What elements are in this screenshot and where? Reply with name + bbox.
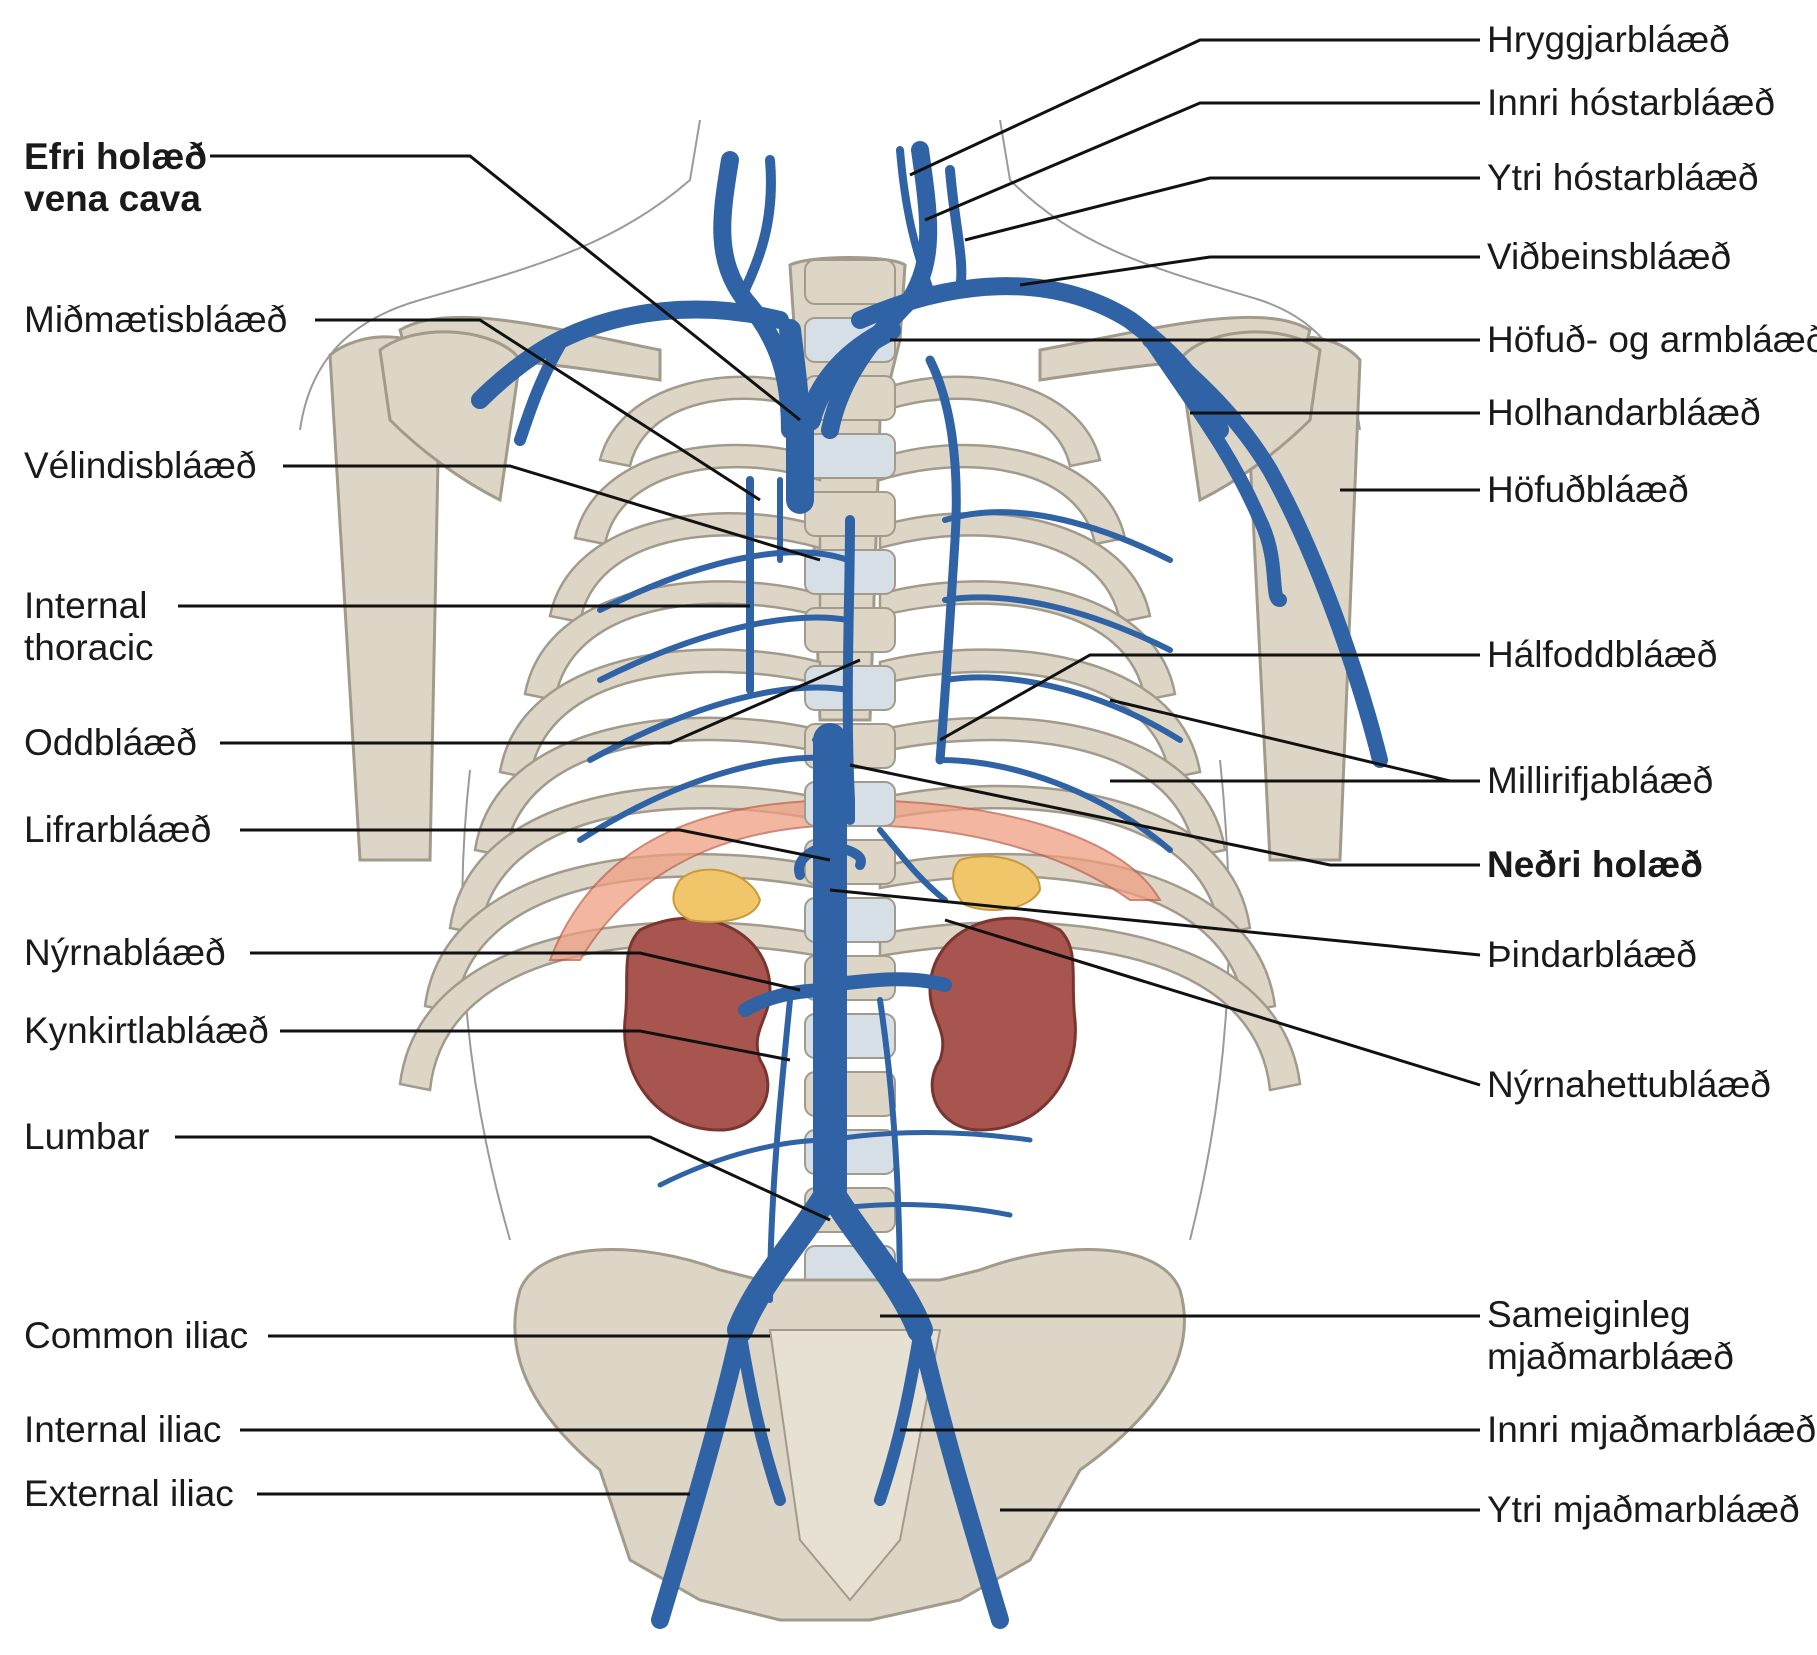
label-renal: Nýrnabláæð: [24, 932, 226, 973]
label-hepatic-portal: Oddbláæð: [24, 722, 197, 763]
external-iliac-right: [911, 1321, 1009, 1629]
right-rib-1: [878, 375, 1102, 468]
label-common-iliac-r-line1: Sameiginleg: [1487, 1294, 1691, 1335]
suprarenal-vein: [877, 827, 948, 903]
right-renal-vein: [823, 972, 952, 992]
label-internal-iliac-r: Innri mjaðmarbláæð: [1487, 1409, 1817, 1450]
torso-outline-left: [461, 769, 511, 1241]
label-hepatic: Lifrarbláæð: [24, 809, 212, 850]
label-common-iliac: Common iliac: [24, 1315, 249, 1356]
leader-superior-vena-cava: [210, 154, 801, 422]
label-internal-thoracic-line2: thoracic: [24, 627, 154, 668]
label-internal-thoracic-line1: Internal: [24, 585, 148, 626]
brachiocephalic-right: [799, 319, 901, 431]
intercostal-left-2: [597, 614, 851, 683]
leader-esophageal: [283, 464, 821, 562]
label-esophageal: Vélindisbláæð: [24, 445, 257, 486]
leader-inferior-vena-cava: [849, 763, 1480, 867]
right-scapula: [1178, 330, 1322, 503]
label-vertebral: Hryggjarbláæð: [1487, 19, 1730, 60]
label-intercostal: Millirifjabláæð: [1487, 760, 1714, 801]
label-inferior-vena-cava: Neðri holæð: [1487, 844, 1703, 885]
label-axillary: Holhandarbláæð: [1487, 392, 1761, 433]
label-internal-iliac: Internal iliac: [24, 1409, 222, 1450]
left-rib-1: [598, 375, 822, 468]
leader-gonadal: [280, 1029, 791, 1062]
diaphragm: [548, 798, 1162, 961]
label-hemiazygos: Hálfoddbláæð: [1487, 634, 1718, 675]
label-subclavian: Viðbeinsbláæð: [1487, 236, 1732, 277]
leader-renal: [250, 951, 801, 992]
left-subclavian-vein: [471, 300, 789, 409]
left-rib-3: [548, 512, 822, 624]
label-azygos: Miðmætisbláæð: [24, 299, 288, 340]
label-superior-vena-cava-line1: Efri holæð: [24, 136, 207, 177]
right-external-jugular: [945, 165, 967, 295]
intercostal-right-4: [937, 757, 1173, 853]
intercostal-right-1: [942, 509, 1173, 563]
leader-lumbar: [175, 1135, 831, 1222]
vertebra-1: [804, 259, 896, 305]
lumbar-1: [657, 1137, 833, 1188]
leader-internal-jugular: [924, 101, 1480, 222]
right-kidney: [928, 916, 1077, 1132]
lumbar-2: [827, 1130, 1033, 1143]
leader-hepatic: [240, 828, 831, 862]
right-rib-4: [878, 580, 1177, 702]
label-common-iliac-r: Sameiginleg mjaðmarbláæð: [1487, 1294, 1734, 1378]
intercostal-right-3: [942, 674, 1183, 743]
intercostal-right-2: [942, 594, 1173, 653]
torso-outline-right: [1189, 759, 1230, 1241]
label-external-jugular: Ytri hóstarbláæð: [1487, 157, 1759, 198]
label-external-iliac: External iliac: [24, 1473, 234, 1514]
leader-azygos: [315, 318, 761, 502]
external-iliac-left: [651, 1321, 749, 1629]
vein-network: [471, 141, 1388, 1629]
left-rib-2: [573, 443, 822, 546]
leader-vertebral: [909, 38, 1480, 177]
label-brachiocephalic: Höfuð- og armbláæð: [1487, 319, 1817, 360]
right-gonadal-vein: [877, 997, 903, 1303]
leader-hemiazygos: [939, 653, 1480, 742]
label-superior-vena-cava: Efri holæð vena cava: [24, 136, 207, 220]
common-iliac-left: [727, 1177, 843, 1343]
label-cephalic: Höfuðbláæð: [1487, 469, 1689, 510]
right-cephalic-vein: [1143, 333, 1287, 607]
intercostal-left-3: [587, 684, 851, 763]
label-splenic: Þindarbláæð: [1487, 934, 1697, 975]
label-lumbar: Lumbar: [24, 1116, 150, 1157]
label-common-iliac-r-line2: mjaðmarbláæð: [1487, 1336, 1734, 1377]
left-scapula: [378, 330, 522, 503]
rib-cage: [398, 375, 1302, 1092]
azygos-vein: [842, 515, 855, 825]
common-iliac-right: [817, 1177, 933, 1343]
label-external-iliac-r: Ytri mjaðmarbláæð: [1487, 1489, 1800, 1530]
accessory-azygos: [925, 355, 961, 765]
label-internal-jugular: Innri hóstarbláæð: [1487, 82, 1775, 123]
label-internal-thoracic: Internal thoracic: [24, 585, 154, 669]
left-axillary-branch: [514, 339, 566, 446]
leader-external-jugular: [964, 176, 1480, 242]
left-external-jugular: [735, 155, 776, 305]
right-adrenal: [952, 855, 1042, 911]
leader-subclavian: [1019, 255, 1480, 287]
leader-hepatic-portal: [220, 658, 861, 745]
label-suprarenal: Nýrnahettubláæð: [1487, 1064, 1771, 1105]
right-vertebral-vein: [896, 146, 934, 294]
leader-suprarenal: [944, 918, 1481, 1087]
leader-splenic: [829, 888, 1481, 957]
intercostal-left-1: [597, 549, 851, 613]
leader-lines: [175, 38, 1481, 1512]
label-superior-vena-cava-line2: vena cava: [24, 178, 201, 219]
left-adrenal: [672, 868, 762, 923]
vertebra-4: [804, 433, 896, 479]
label-gonadal: Kynkirtlabláæð: [24, 1010, 269, 1051]
left-renal-vein: [738, 983, 837, 1017]
right-axillary-vein: [1142, 332, 1388, 768]
left-kidney: [623, 916, 772, 1132]
